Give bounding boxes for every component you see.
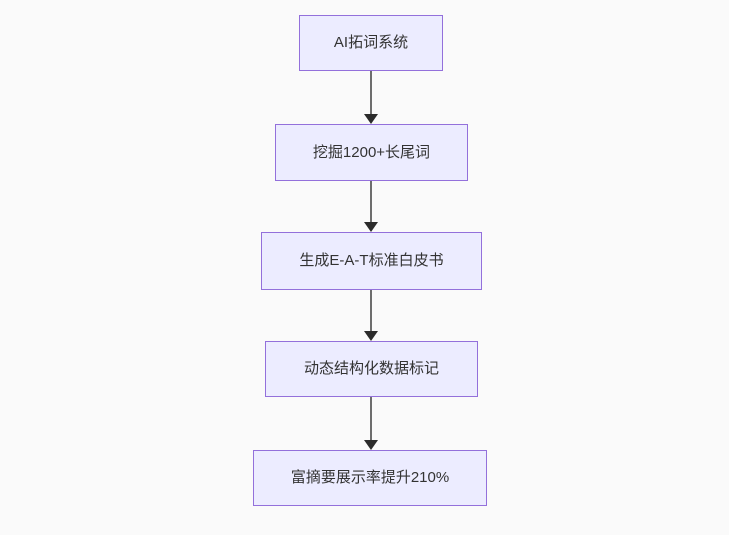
flow-node-eat-whitepaper: 生成E-A-T标准白皮书: [261, 232, 482, 290]
flow-node-rich-snippet-result: 富摘要展示率提升210%: [253, 450, 487, 506]
edge-line: [370, 397, 372, 440]
flow-node-structured-data-markup: 动态结构化数据标记: [265, 341, 478, 397]
flow-node-ai-keyword-system: AI拓词系统: [299, 15, 443, 71]
flow-node-label: AI拓词系统: [333, 34, 409, 52]
flow-edge-c-to-d: [364, 290, 378, 341]
arrowhead-down-icon: [364, 114, 378, 124]
flow-node-label: 生成E-A-T标准白皮书: [299, 252, 444, 270]
edge-line: [370, 290, 372, 331]
flow-node-longtail-mining: 挖掘1200+长尾词: [275, 124, 468, 181]
edge-line: [370, 71, 372, 114]
arrowhead-down-icon: [364, 331, 378, 341]
flow-edge-a-to-b: [364, 71, 378, 124]
flow-node-label: 富摘要展示率提升210%: [290, 469, 450, 487]
flow-edge-d-to-e: [364, 397, 378, 450]
edge-line: [370, 181, 372, 222]
flow-node-label: 挖掘1200+长尾词: [312, 143, 431, 161]
arrowhead-down-icon: [364, 222, 378, 232]
flow-edge-b-to-c: [364, 181, 378, 232]
arrowhead-down-icon: [364, 440, 378, 450]
flow-node-label: 动态结构化数据标记: [303, 360, 439, 378]
